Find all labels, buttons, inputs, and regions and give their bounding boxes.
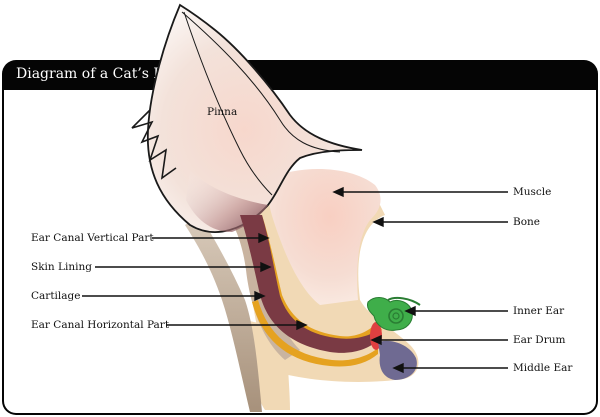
label-ear-canal-vertical: Ear Canal Vertical Part (31, 232, 154, 244)
label-bone: Bone (513, 216, 541, 228)
label-muscle: Muscle (513, 186, 552, 198)
label-ear-drum: Ear Drum (513, 334, 566, 346)
diagram-title: Diagram of a Cat’s Ear (16, 66, 179, 82)
label-inner-ear: Inner Ear (513, 305, 565, 317)
ear-canal (240, 215, 378, 353)
label-ear-canal-horizontal: Ear Canal Horizontal Part (31, 319, 170, 331)
inner-ear-shape (367, 296, 421, 331)
title-bar: Diagram of a Cat’s Ear (2, 60, 598, 90)
pinna-rim (183, 11, 273, 196)
middle-ear-shape (378, 340, 417, 380)
label-middle-ear: Middle Ear (513, 362, 573, 374)
pinna-rim-2 (181, 11, 341, 153)
leader-lines (82, 186, 508, 374)
muscle-region (267, 168, 381, 305)
label-pinna: Pinna (207, 106, 238, 118)
head-skin (185, 215, 262, 412)
label-skin-lining: Skin Lining (31, 261, 92, 273)
label-cartilage: Cartilage (31, 290, 81, 302)
fur-tufts (131, 109, 177, 180)
ear-canal-lower-cartilage (252, 300, 378, 367)
